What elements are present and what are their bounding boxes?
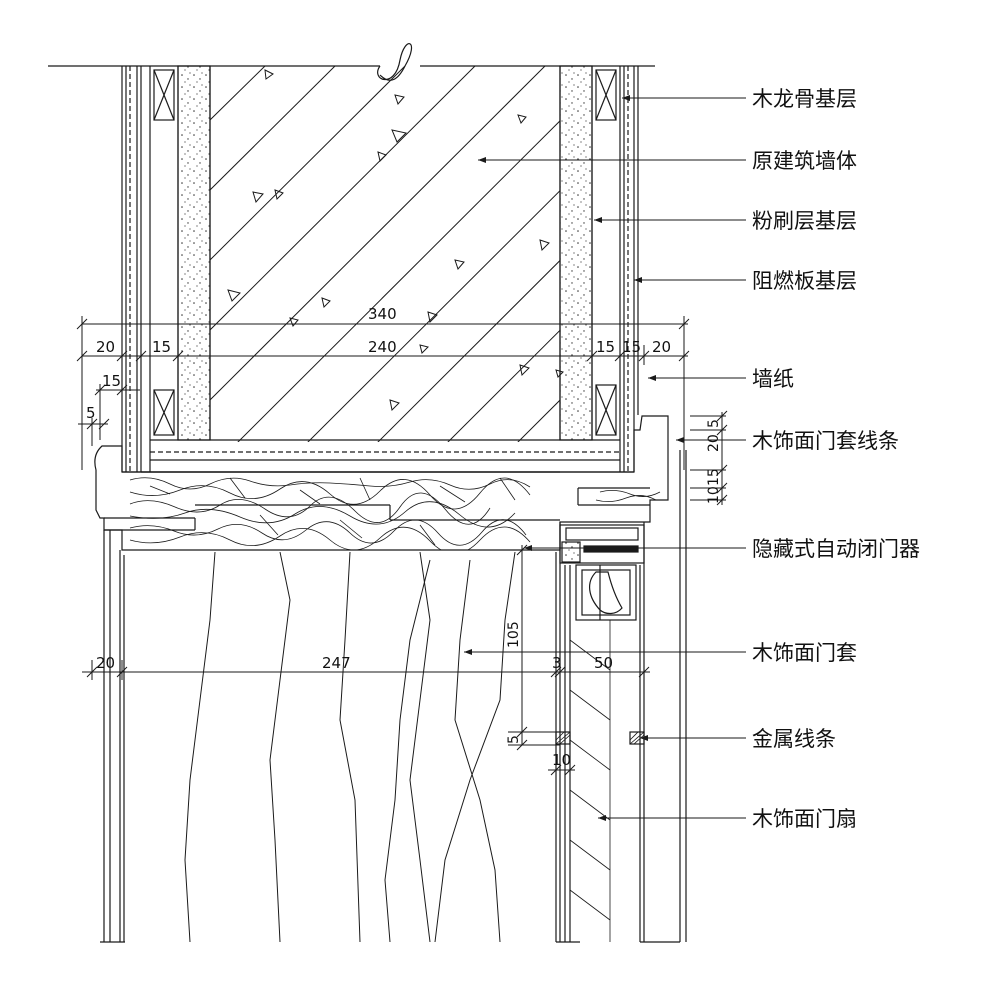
dim-15-left-lower: 15	[102, 372, 121, 390]
wood-grain-leaf	[184, 552, 516, 942]
callout-labels: 木龙骨基层 原建筑墙体 粉刷层基层 阻燃板基层 墙纸 木饰面门套线条 隐藏式自动…	[752, 87, 920, 831]
label-wood-keel-base: 木龙骨基层	[752, 87, 857, 111]
label-plaster-base: 粉刷层基层	[752, 209, 857, 233]
label-original-wall: 原建筑墙体	[752, 149, 857, 173]
dim-105: 105	[506, 621, 522, 648]
dim-247: 247	[322, 654, 351, 672]
right-wall-layers	[559, 65, 639, 472]
dim-20-bottom: 20	[96, 654, 115, 672]
label-metal-strip: 金属线条	[752, 727, 836, 751]
dim-5-left: 5	[86, 404, 96, 422]
leader-lines	[464, 97, 746, 819]
dim-340: 340	[368, 305, 397, 323]
wall-base-layers	[141, 439, 634, 473]
left-wall-layers	[121, 65, 211, 472]
label-hidden-door-closer: 隐藏式自动闭门器	[752, 537, 920, 561]
dim-15-right-2: 15	[622, 338, 641, 356]
dim-5-metal: 5	[506, 735, 522, 744]
dim-10-metal: 10	[552, 751, 571, 769]
dim-5-right: 5	[706, 419, 722, 428]
dim-20-right-vertical: 20	[706, 434, 722, 452]
label-wood-door-casing: 木饰面门套	[752, 641, 857, 665]
dimension-lines	[76, 316, 728, 776]
door-leaf-right	[100, 450, 687, 943]
wood-grain-plinth	[129, 477, 661, 550]
dim-20-left: 20	[96, 338, 115, 356]
label-wood-casing-trim: 木饰面门套线条	[752, 429, 899, 453]
label-fire-board-base: 阻燃板基层	[752, 269, 857, 293]
wood-casing-plinth	[94, 415, 669, 551]
dimension-texts: 340 240 20 15 15 15 20 15 5 20 247 3 50 …	[86, 305, 722, 769]
door-leaf-area	[103, 530, 125, 942]
dim-3: 3	[552, 654, 562, 672]
leader-arrowheads	[464, 95, 684, 821]
label-wood-door-leaf: 木饰面门扇	[752, 807, 857, 831]
aggregate-triangles	[227, 69, 564, 412]
dim-15-right-1: 15	[596, 338, 615, 356]
hidden-door-closer	[559, 524, 645, 621]
dim-10-right-vertical: 10	[706, 486, 722, 504]
dim-240: 240	[368, 338, 397, 356]
metal-strips	[555, 731, 645, 745]
dim-50: 50	[594, 654, 613, 672]
break-line-top	[48, 43, 655, 81]
original-wall-hatch	[210, 66, 560, 442]
label-wallpaper: 墙纸	[752, 367, 794, 391]
dim-15-left: 15	[152, 338, 171, 356]
dim-15-right-vertical: 15	[706, 468, 722, 486]
dim-20-right: 20	[652, 338, 671, 356]
